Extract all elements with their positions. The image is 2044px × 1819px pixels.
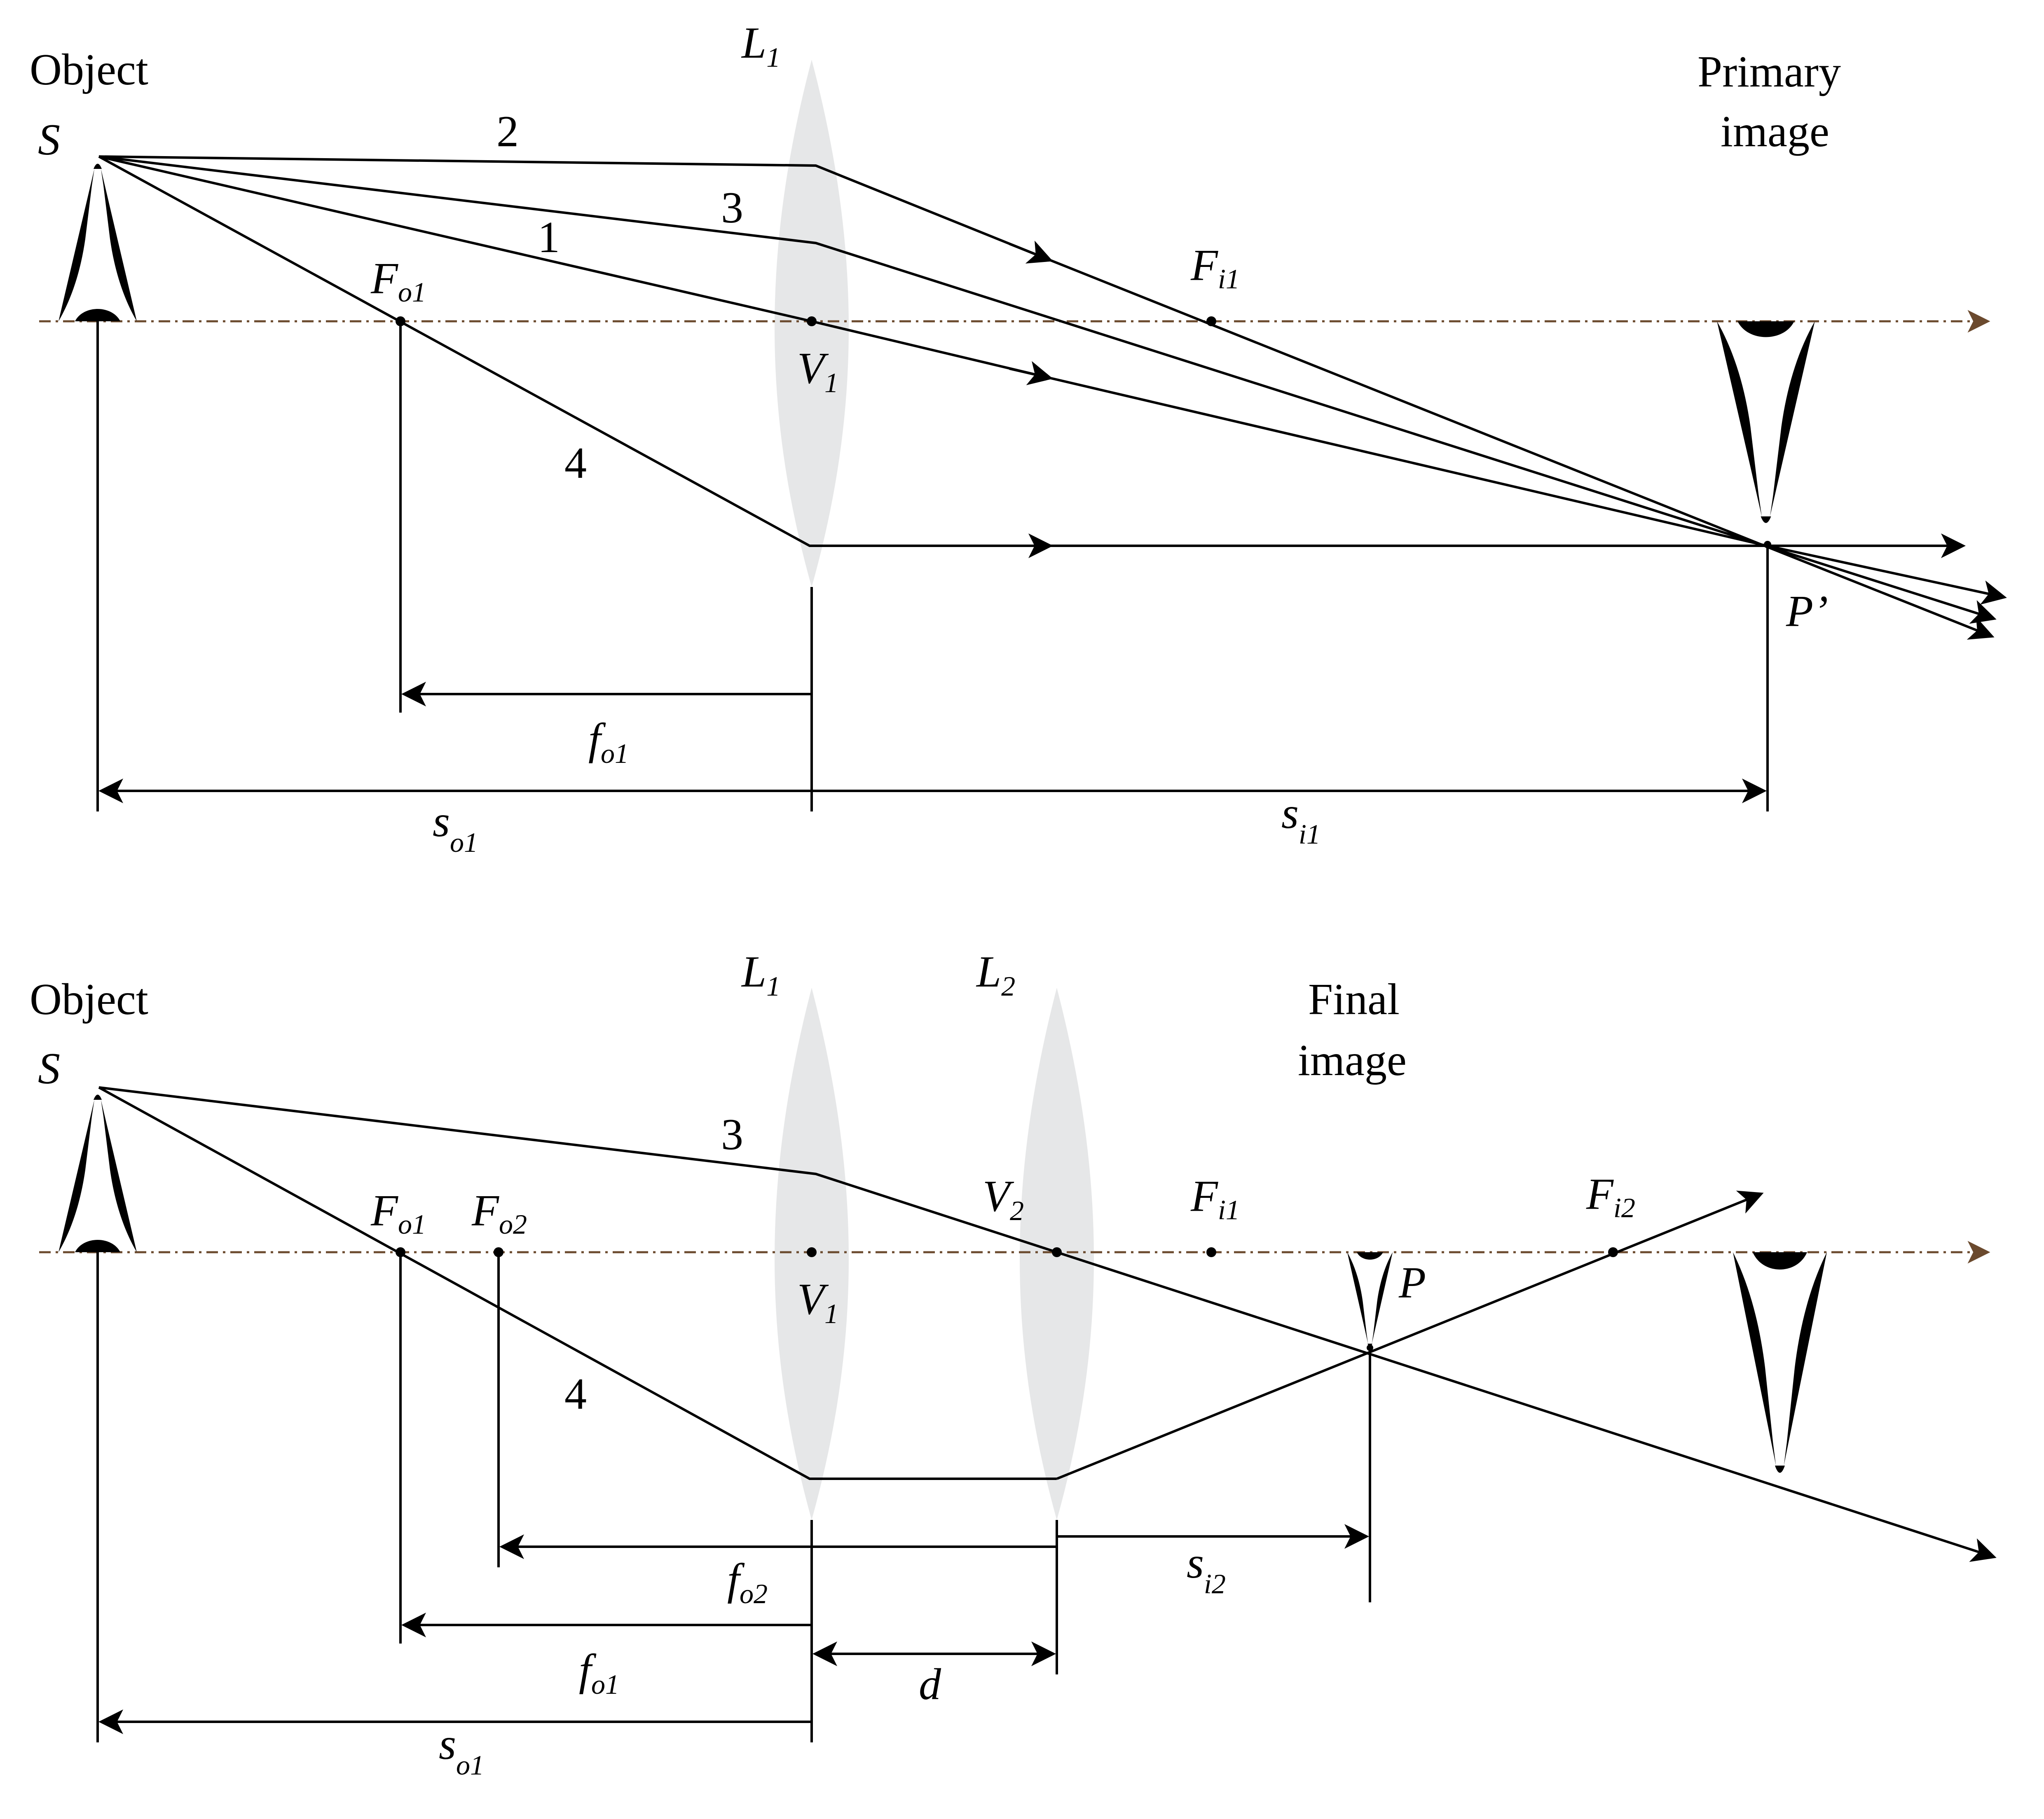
fo2-dimension-label: fo2 (727, 1555, 768, 1609)
fo1-point-label: Fo1 (370, 254, 426, 308)
fo1-point-label: Fo1 (370, 1186, 426, 1240)
v1-point-label: V1 (797, 344, 838, 398)
object-label: Object (30, 45, 148, 94)
fo1-dimension-label: fo1 (579, 1646, 619, 1700)
ray-1-top-arrow (1009, 361, 1053, 386)
ray-number-4: 4 (564, 1370, 587, 1419)
eiffel-tower-icon (1733, 1252, 1827, 1473)
fi2-point-label: Fi2 (1586, 1170, 1635, 1223)
ray-number-1: 1 (538, 213, 560, 262)
lens-l1-label: L1 (741, 947, 780, 1002)
lens-l2-label: L2 (976, 947, 1015, 1002)
ray-number-3: 3 (721, 1110, 743, 1159)
ray-4-top (98, 155, 1051, 547)
eiffel-tower-icon (59, 1094, 137, 1252)
so1-dimension-label: so1 (439, 1720, 484, 1781)
ray-2-top-arrow (1009, 241, 1053, 264)
so1-dimension-label: so1 (433, 797, 478, 858)
ray-number-2: 2 (496, 107, 519, 156)
point-fi1-top (1206, 316, 1216, 326)
d-dimension-label: d (919, 1660, 941, 1709)
ray-2-top-exit (1761, 543, 1995, 640)
point-v1-bottom (807, 1247, 817, 1257)
fo1-dimension-label: fo1 (588, 715, 629, 769)
point-v2 (1052, 1247, 1062, 1257)
p-prime-label: P’ (1786, 587, 1828, 636)
source-label: S (38, 115, 60, 164)
ray-1-top-cont (1050, 377, 1762, 546)
eiffel-tower-icon (1347, 1252, 1393, 1347)
ray-3-bottom-exit (1056, 1251, 1997, 1562)
point-p-prime (1764, 541, 1771, 548)
primary-image-label-line1: Primary (1697, 47, 1841, 96)
ray-4-bottom-exit (1056, 1190, 1764, 1480)
ray-number-4: 4 (564, 439, 587, 488)
source-label: S (38, 1044, 60, 1093)
final-image-label-line2: image (1298, 1036, 1407, 1085)
ray-1-top-exit (1761, 543, 2007, 605)
point-v1-top (807, 316, 817, 326)
ray-2-top-cont (1050, 259, 1762, 546)
primary-image-label-line2: image (1721, 107, 1829, 156)
fi1-point-label: Fi1 (1190, 241, 1240, 295)
bottom-diagram: Object S L1 L2 Final image 3 4 Fo1 Fo2 F… (30, 947, 1997, 1781)
eiffel-tower-icon (59, 164, 137, 321)
eiffel-tower-icon (1717, 321, 1815, 523)
ray-3-bottom (98, 1086, 1057, 1253)
si1-dimension-label: si1 (1281, 789, 1321, 850)
object-label: Object (30, 975, 148, 1024)
fi1-point-label: Fi1 (1190, 1172, 1240, 1225)
ray-3-top (98, 155, 1762, 546)
v2-point-label: V2 (983, 1172, 1024, 1226)
ray-1-top (98, 155, 1051, 379)
ray-number-3: 3 (721, 183, 743, 232)
si2-dimension-label: si2 (1187, 1538, 1226, 1599)
v1-point-label: V1 (797, 1275, 838, 1329)
fo2-point-label: Fo2 (471, 1186, 527, 1240)
ray-3-top-exit (1761, 543, 1997, 624)
ray-4-bottom (98, 1086, 1057, 1480)
point-fi1-bottom (1206, 1247, 1216, 1257)
ray-2-top (98, 155, 1051, 262)
point-fi2 (1608, 1247, 1618, 1257)
top-diagram: Object S L1 Primary image 1 2 3 4 Fo1 Fi… (30, 19, 2007, 858)
final-image-label-line1: Final (1308, 975, 1400, 1024)
lens-l1-label: L1 (741, 19, 780, 73)
p-label: P (1398, 1258, 1426, 1307)
